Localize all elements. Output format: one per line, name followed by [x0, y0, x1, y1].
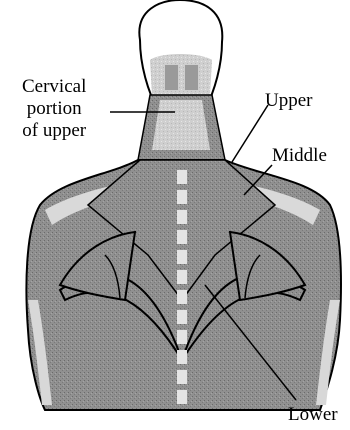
upper-leader-line: [232, 105, 268, 162]
label-middle: Middle: [272, 145, 327, 167]
label-cervical-line-3: of upper: [22, 120, 86, 142]
cervical-portion-of-upper-trapezius: [152, 100, 210, 150]
label-cervical-portion-of-upper: Cervical portion of upper: [22, 76, 86, 142]
head: [139, 0, 222, 110]
label-lower: Lower: [288, 404, 338, 426]
label-upper: Upper: [265, 90, 312, 112]
label-cervical-line-1: Cervical: [22, 76, 86, 98]
label-cervical-line-2: portion: [22, 98, 86, 120]
